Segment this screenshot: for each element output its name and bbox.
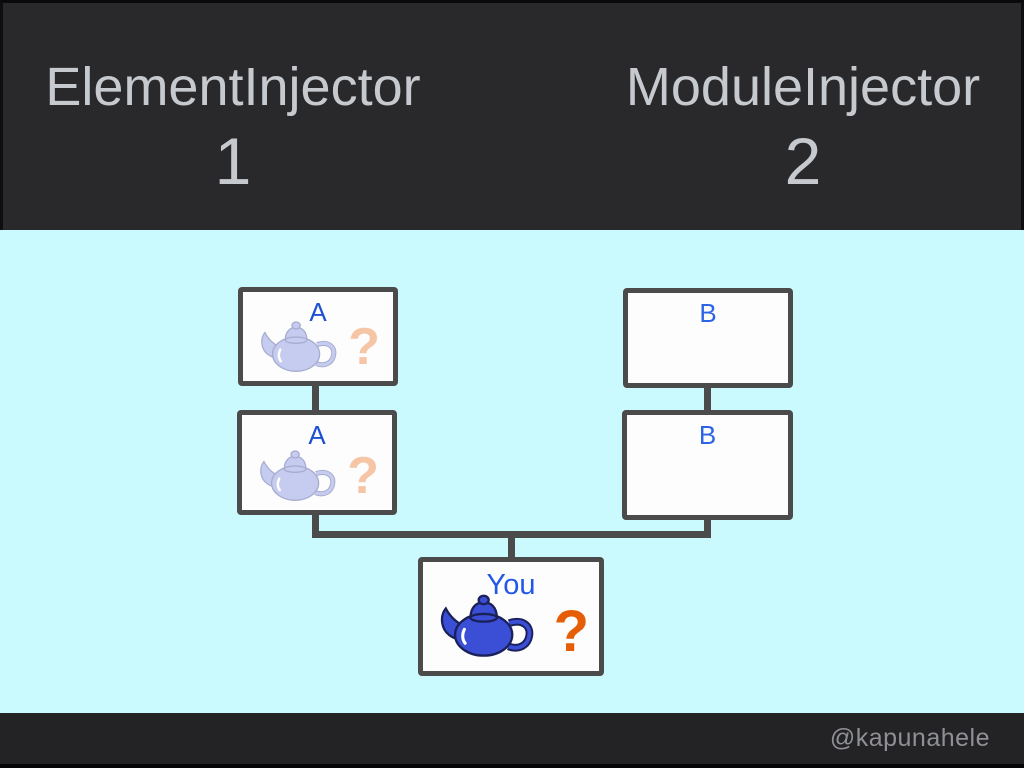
teapot-shape <box>261 321 337 372</box>
element-injector-number: 1 <box>214 124 252 199</box>
box-label-a: A <box>309 297 327 327</box>
box-label-a: A <box>308 420 326 450</box>
author-handle: @kapunahele <box>829 724 990 752</box>
injector-tree-diagram: A ? A <box>0 230 1024 713</box>
connector-horizontal-join <box>312 531 711 538</box>
connector-a-bottom-drop <box>312 513 319 538</box>
header-bar: ElementInjector 1 ModuleInjector 2 <box>0 0 1024 230</box>
injector-box-b-top: B <box>623 288 793 388</box>
teapot-light-icon <box>261 321 337 372</box>
box-label-b: B <box>699 298 717 328</box>
injector-box-a-bottom: A ? <box>237 410 397 515</box>
connector-to-you-box <box>508 536 515 559</box>
connector-b-top-to-b-bottom <box>704 386 711 412</box>
footer-bar: @kapunahele <box>0 713 1024 768</box>
injector-box-you: You ? <box>418 557 604 676</box>
question-mark: ? <box>348 318 380 376</box>
question-mark: ? <box>347 447 379 505</box>
injector-box-b-bottom: B <box>622 410 793 520</box>
teapot-light-icon <box>260 450 336 501</box>
teapot-shape <box>260 450 336 501</box>
injector-box-a-top: A ? <box>238 287 398 386</box>
connector-a-top-to-a-bottom <box>312 384 319 412</box>
teapot-shape <box>440 594 534 657</box>
module-injector-title: ModuleInjector <box>625 57 981 117</box>
box-label-b: B <box>698 420 717 450</box>
question-mark: ? <box>553 599 589 664</box>
teapot-dark-icon <box>440 594 534 657</box>
element-injector-title: ElementInjector <box>45 57 421 117</box>
header-left-group: ElementInjector 1 <box>28 57 438 199</box>
connector-b-bottom-drop <box>704 518 711 538</box>
box-label-you: You <box>486 569 536 601</box>
module-injector-number: 2 <box>784 124 822 199</box>
header-right-group: ModuleInjector 2 <box>601 57 1005 199</box>
